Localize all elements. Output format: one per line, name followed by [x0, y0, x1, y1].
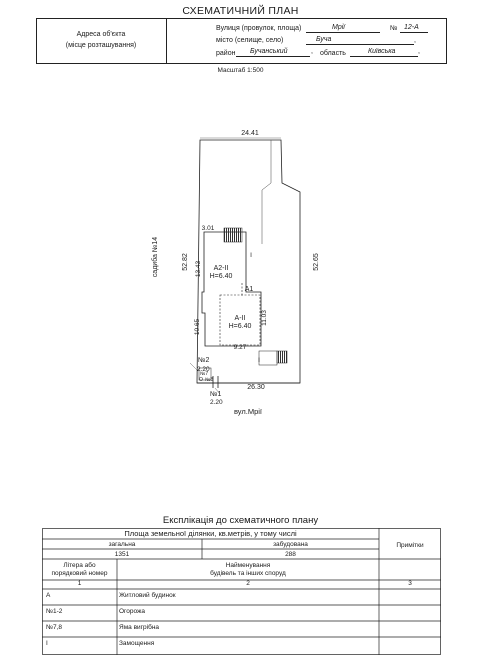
- col-number-3: 3: [408, 580, 412, 587]
- table-row-name: Огорожа: [119, 608, 146, 615]
- city-underline: [306, 44, 414, 45]
- district-underline: [236, 56, 310, 57]
- scale-label: Масштаб 1:500: [217, 67, 264, 74]
- label-n8: №8: [205, 377, 213, 383]
- region-comma: ,: [418, 48, 420, 55]
- label-n2: №2: [198, 357, 210, 364]
- outbuilding: [258, 350, 278, 366]
- number-label: №: [390, 25, 398, 32]
- number-underline: [400, 32, 428, 33]
- letter-header-2: порядковий номер: [51, 570, 108, 577]
- col-number-1: 1: [77, 580, 82, 587]
- street-name-label: вул.Мрії: [234, 407, 263, 416]
- region-underline: [350, 56, 418, 57]
- table-area-header: Площа земельної ділянки, кв.метрів, у то…: [124, 529, 297, 538]
- dim-1103: 11.03: [261, 310, 268, 326]
- steps-hatch: [276, 350, 288, 364]
- region-label: область: [320, 50, 346, 57]
- dim-left-length: 52.82: [182, 253, 189, 271]
- district-comma: ,: [311, 48, 313, 55]
- table-built-value: 288: [285, 551, 296, 558]
- driveway-line: [261, 140, 272, 244]
- label-n7: №7: [200, 371, 208, 377]
- label-i-bottom: І: [258, 357, 260, 364]
- name-header-1: Найменування: [225, 562, 271, 569]
- parcel-boundary: [196, 139, 301, 384]
- dim-1065: 10.65: [194, 318, 201, 335]
- explication-table-grid: [42, 528, 441, 655]
- porch-hatch: [223, 227, 243, 243]
- table-row-code: І: [46, 640, 48, 647]
- dim-top-width: 24.41: [241, 130, 259, 137]
- table-total-label: загальна: [108, 541, 136, 548]
- label-a-height: Н=6.40: [229, 323, 252, 330]
- dim-301: 3.01: [202, 225, 215, 232]
- address-label-line2: (місце розташування): [65, 42, 137, 49]
- table-row-code: №7,8: [46, 624, 63, 631]
- leader-n1: [214, 387, 221, 395]
- table-row-name: Житловий будинок: [119, 592, 176, 599]
- letter-header-1: Літера або: [63, 562, 96, 569]
- address-header-box: [36, 18, 447, 64]
- dim-bottom-width: 26.30: [247, 384, 265, 391]
- dim-right-length: 52.65: [313, 253, 320, 271]
- table-row-code: А: [46, 592, 51, 599]
- building-a2-outline: [201, 231, 262, 347]
- name-header-2: будівель та інших споруд: [210, 570, 286, 577]
- number-value: 12-А: [404, 24, 419, 31]
- document-title: СХЕМАТИЧНИЙ ПЛАН: [182, 5, 299, 17]
- district-value: Бучанський: [250, 48, 288, 55]
- label-a2-height: Н=6.40: [210, 273, 233, 280]
- label-i-top: І: [250, 252, 252, 259]
- district-label: район: [216, 50, 236, 57]
- label-n1: №1: [210, 391, 222, 398]
- label-a2: А2-ІІ: [214, 265, 229, 272]
- neighbor-label: садиба №14: [151, 237, 159, 277]
- col-number-2: 2: [246, 580, 250, 587]
- dim-1343: 13.43: [195, 260, 202, 277]
- table-total-value: 1351: [114, 551, 130, 558]
- address-label-line1: Адреса об'єкта: [76, 31, 126, 38]
- label-o: О: [199, 377, 203, 383]
- street-label: Вулиця (провулок, площа): [216, 25, 302, 32]
- table-notes-header: Примітки: [396, 542, 424, 549]
- pit-7-8: [198, 367, 212, 381]
- dim-927: 9.27: [234, 344, 247, 351]
- leader-n2: [189, 362, 198, 371]
- label-n1-dim: 2.20: [210, 399, 223, 406]
- region-value: Київська: [368, 48, 396, 55]
- address-header-divider: [166, 18, 167, 64]
- building-a-outline: [219, 294, 261, 346]
- table-title: Експлікація до схематичного плану: [162, 515, 319, 526]
- label-a: А-ІІ: [235, 315, 246, 322]
- city-value: Буча: [316, 36, 332, 43]
- table-row-name: Яма вигрібна: [119, 624, 160, 631]
- label-n2-dim: 2.20: [197, 366, 210, 373]
- label-a1: А1: [245, 286, 254, 293]
- street-value: Мрії: [332, 24, 345, 31]
- table-built-label: забудована: [273, 541, 308, 548]
- table-row-name: Замощення: [119, 640, 155, 647]
- city-label: місто (селище, село): [216, 37, 284, 44]
- city-comma: ,: [414, 37, 416, 44]
- table-row-code: №1-2: [46, 608, 63, 615]
- street-underline: [306, 32, 380, 33]
